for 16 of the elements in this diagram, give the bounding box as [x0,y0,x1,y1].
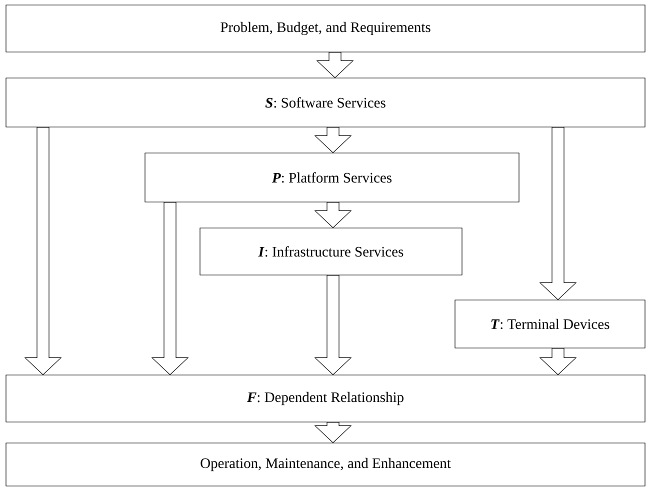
block-arrow [314,422,352,444]
process-box: F: Dependent Relationship [6,374,646,422]
block-arrow [24,127,62,376]
process-box: S: Software Services [6,78,646,128]
process-box: P: Platform Services [144,152,520,202]
process-box: I: Infrastructure Services [200,228,462,276]
process-box: T: Terminal Devices [454,300,646,348]
block-arrow [314,202,352,228]
process-box: Operation, Maintenance, and Enhancement [6,442,646,486]
block-arrow [316,52,354,78]
block-arrow [539,348,577,376]
block-arrow [151,202,189,376]
block-arrow [539,127,577,300]
process-box: Problem, Budget, and Requirements [6,4,646,52]
block-arrow [314,275,352,376]
block-arrow [314,127,352,154]
